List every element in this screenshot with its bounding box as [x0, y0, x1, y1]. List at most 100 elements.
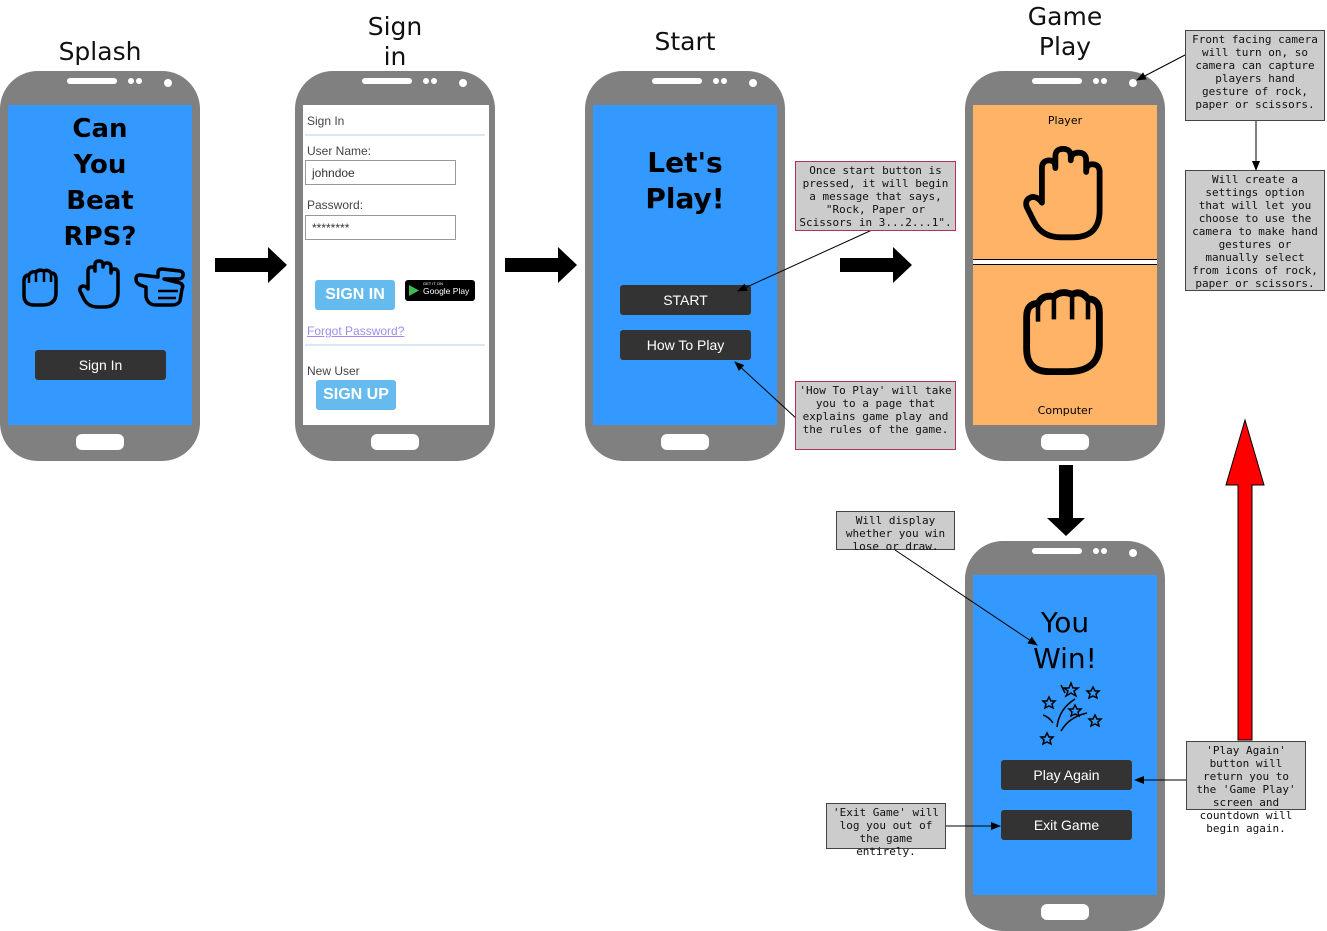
forgot-password-link[interactable]: Forgot Password? [307, 324, 405, 338]
fireworks-icon [1039, 680, 1103, 746]
divider [305, 134, 485, 136]
fist-icon [22, 268, 58, 307]
camera-note: Front facing camera will turn on, so cam… [1185, 30, 1325, 121]
sign-in-title-line2: in [383, 42, 407, 71]
google-play-badge[interactable]: GET IT ON Google Play [405, 280, 475, 301]
leader-line [1136, 54, 1186, 81]
start-phone: Let's Play! START How To Play [585, 71, 785, 461]
camera-icon [749, 79, 757, 87]
sign-in-screen: Sign In User Name: johndoe Password: ***… [303, 105, 489, 425]
computer-fist-icon [1023, 289, 1103, 376]
headline-line: Win! [1033, 642, 1097, 675]
game-play-title-line1: Game [1027, 2, 1103, 31]
camera-icon [1129, 79, 1137, 87]
username-field[interactable]: johndoe [305, 160, 456, 185]
sign-in-submit-button[interactable]: SIGN IN [315, 280, 395, 310]
password-label: Password: [307, 198, 364, 212]
home-button[interactable] [1041, 434, 1089, 450]
return-arrow [1225, 418, 1265, 741]
headline-line: Let's [647, 146, 723, 179]
home-button[interactable] [661, 434, 709, 450]
new-user-label: New User [307, 364, 360, 378]
player-open-hand-icon [1023, 145, 1103, 241]
sign-in-title: Sign in [335, 12, 455, 72]
google-play-label: Google Play [423, 286, 470, 296]
computer-label: Computer [1037, 404, 1093, 417]
sensor-dot [136, 78, 142, 84]
splash-headline: Can You Beat RPS? [8, 111, 192, 255]
speaker-grille [67, 78, 117, 84]
game-play-title: Game Play [1005, 2, 1125, 62]
result-headline: You Win! [973, 605, 1157, 677]
flow-arrow-right [840, 247, 912, 283]
home-button[interactable] [76, 434, 124, 450]
home-button[interactable] [371, 434, 419, 450]
leader-line [734, 361, 799, 421]
settings-note: Will create a settings option that will … [1185, 170, 1325, 291]
open-hand-icon [78, 259, 120, 309]
flow-arrow-right [505, 247, 577, 283]
start-button-note: Once start button is pressed, it will be… [795, 161, 956, 231]
speaker-grille [652, 78, 702, 84]
play-store-icon [409, 285, 419, 296]
sensor-dot [1093, 78, 1099, 84]
split-divider [973, 259, 1157, 265]
player-label: Player [1047, 114, 1083, 127]
headline-line: Beat [66, 186, 134, 216]
divider [305, 344, 485, 346]
splash-phone: Can You Beat RPS? Sign In [0, 71, 200, 461]
google-play-small-label: GET IT ON [423, 281, 443, 286]
sign-in-title-line1: Sign [367, 12, 423, 41]
start-screen: Let's Play! START How To Play [593, 105, 777, 425]
camera-icon [164, 79, 172, 87]
sensor-dot [431, 78, 437, 84]
exit-game-note: 'Exit Game' will log you out of the game… [826, 803, 946, 858]
start-title: Start [654, 27, 716, 56]
game-play-screen: Player Computer [973, 105, 1157, 425]
result-note: Will display whether you win lose or dra… [836, 511, 955, 553]
game-play-phone: Player Computer [965, 71, 1165, 461]
play-again-note: 'Play Again' button will return you to t… [1186, 741, 1306, 835]
flow-arrow-right [215, 247, 287, 283]
sensor-dot [1101, 548, 1107, 554]
leader-line [737, 229, 873, 292]
splash-title: Splash [58, 37, 142, 66]
speaker-grille [362, 78, 412, 84]
result-phone: You Win! Play Again Exit Game [965, 541, 1165, 931]
username-label: User Name: [307, 144, 372, 158]
sensor-dot [713, 78, 719, 84]
headline-line: You [73, 150, 127, 180]
how-to-play-note: 'How To Play' will take you to a page th… [795, 381, 956, 450]
play-again-button[interactable]: Play Again [1001, 760, 1132, 790]
sensor-dot [128, 78, 134, 84]
headline-line: Can [72, 114, 128, 144]
sign-in-phone: Sign In User Name: johndoe Password: ***… [295, 71, 495, 461]
exit-game-button[interactable]: Exit Game [1001, 810, 1132, 840]
sensor-dot [1101, 78, 1107, 84]
sensor-dot [721, 78, 727, 84]
flow-arrow-down [1047, 465, 1085, 536]
start-headline: Let's Play! [593, 145, 777, 217]
sign-in-button[interactable]: Sign In [35, 350, 166, 380]
headline-line: You [1040, 606, 1090, 639]
sign-up-button[interactable]: SIGN UP [316, 380, 396, 410]
speaker-grille [1032, 548, 1082, 554]
camera-icon [1129, 549, 1137, 557]
result-screen: You Win! Play Again Exit Game [973, 575, 1157, 895]
headline-line: RPS? [63, 222, 137, 252]
sensor-dot [423, 78, 429, 84]
start-button[interactable]: START [620, 285, 751, 315]
password-field[interactable]: ******** [305, 215, 456, 240]
scissors-hand-icon [134, 267, 185, 307]
game-play-title-line2: Play [1038, 32, 1092, 61]
home-button[interactable] [1041, 904, 1089, 920]
headline-line: Play! [645, 182, 725, 215]
camera-icon [459, 79, 467, 87]
how-to-play-button[interactable]: How To Play [620, 330, 751, 360]
speaker-grille [1032, 78, 1082, 84]
splash-screen: Can You Beat RPS? Sign In [8, 105, 192, 425]
sensor-dot [1093, 548, 1099, 554]
sign-in-header: Sign In [307, 114, 345, 128]
leader-line [894, 549, 1038, 646]
